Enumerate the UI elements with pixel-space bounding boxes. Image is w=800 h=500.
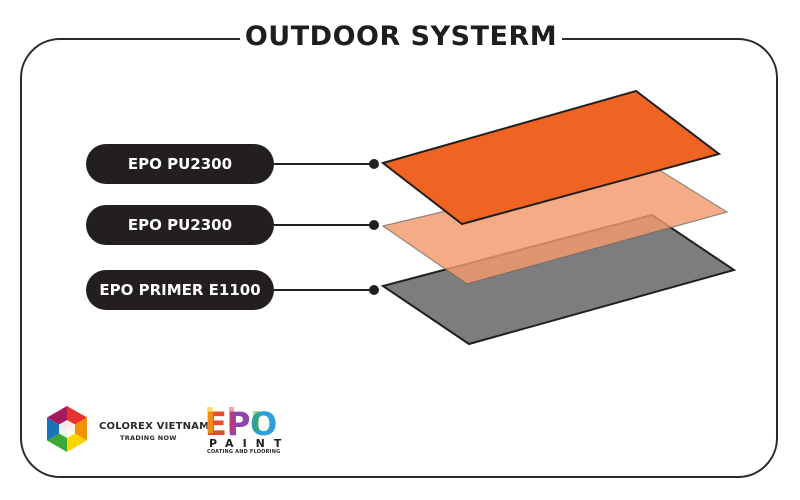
colorex-brand-name: COLOREX VIETNAM xyxy=(99,421,210,432)
epo-tagline: COATING AND FLOORING xyxy=(207,449,281,455)
layer-label-middle: EPO PU2300 xyxy=(86,205,274,245)
connector-dot-2 xyxy=(369,220,379,230)
layer-label-primer: EPO PRIMER E1100 xyxy=(86,270,274,310)
svg-text:P: P xyxy=(227,405,250,443)
colorex-tagline: TRADING NOW xyxy=(120,434,177,442)
epo-paint-logo: E P O PAINT xyxy=(205,405,290,450)
page-title: OUTDOOR SYSTERM xyxy=(240,14,562,60)
svg-text:O: O xyxy=(250,405,277,443)
svg-text:PAINT: PAINT xyxy=(209,437,290,450)
top-layer-sheet xyxy=(380,89,722,226)
connector-dot-3 xyxy=(369,285,379,295)
connector-dot-1 xyxy=(369,159,379,169)
layer-label-top: EPO PU2300 xyxy=(86,144,274,184)
hexagon-color-wheel-icon xyxy=(47,406,87,452)
